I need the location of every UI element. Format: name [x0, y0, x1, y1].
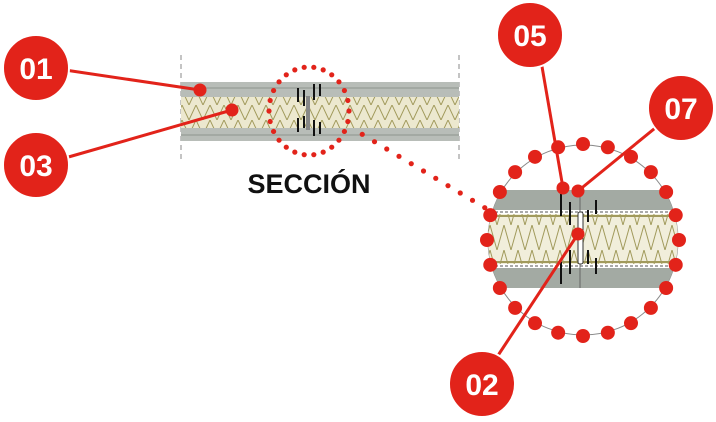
outline-dot [345, 97, 351, 104]
leader-lines [64, 54, 666, 361]
outline-dot [600, 325, 615, 340]
outline-dot [292, 67, 298, 73]
outline-dot [336, 137, 342, 143]
outline-dot [345, 118, 351, 125]
outline-dot [672, 233, 686, 247]
detail-board-bottom [488, 268, 678, 288]
svg-text:05: 05 [513, 20, 546, 53]
outline-dot [359, 131, 365, 137]
outline-dot [643, 165, 658, 180]
outline-dot [483, 208, 498, 223]
outline-dot [320, 149, 326, 155]
outline-dot [469, 197, 476, 203]
outline-dot [492, 281, 507, 295]
outline-dot [276, 79, 282, 85]
outline-dot [668, 208, 683, 223]
outline-dot [311, 64, 317, 70]
outline-dot [576, 329, 590, 343]
outline-dot [341, 128, 348, 135]
detail-view [480, 137, 686, 343]
outline-dot [508, 300, 523, 315]
outline-dot [668, 257, 683, 272]
outline-dot [420, 168, 427, 174]
callout-03: 03 [2, 131, 70, 199]
detail-screws [560, 194, 597, 284]
outline-dot [266, 108, 272, 114]
outline-dot [311, 152, 317, 158]
svg-text:03: 03 [19, 150, 52, 183]
detail-dotted-outline [480, 137, 686, 343]
outline-dot [371, 139, 378, 145]
outline-dot [483, 257, 498, 272]
callout-01: 01 [2, 34, 70, 102]
outline-dot [301, 64, 307, 70]
outline-dot [457, 190, 463, 196]
callout-05: 05 [496, 1, 564, 69]
outline-dot [659, 185, 674, 199]
callout-07: 07 [647, 74, 715, 142]
stud-small [306, 96, 310, 130]
screws-small [297, 84, 321, 136]
outline-dot [445, 183, 451, 189]
outline-dot [267, 97, 273, 104]
outline-dot [408, 161, 414, 167]
wall-section [180, 55, 460, 160]
outline-dot [624, 316, 638, 331]
outline-dot [270, 128, 277, 135]
callout-02: 02 [448, 350, 516, 418]
outline-dot [341, 87, 348, 94]
outline-dot [492, 185, 507, 199]
outline-dot [480, 233, 494, 247]
outline-dot [292, 149, 298, 155]
outline-dot [528, 149, 542, 164]
svg-text:02: 02 [465, 369, 498, 402]
outline-dot [528, 316, 542, 331]
outline-dot [320, 67, 326, 73]
section-title: SECCIÓN [247, 168, 370, 199]
outline-dot [283, 72, 289, 78]
outline-dot [643, 300, 658, 315]
outline-dot [329, 144, 335, 150]
svg-text:01: 01 [19, 53, 52, 86]
outline-dot [283, 144, 289, 150]
outline-dot [276, 137, 282, 143]
outline-dot [329, 72, 335, 78]
outline-dot [301, 152, 307, 158]
outline-dot [576, 137, 590, 151]
outline-dot [384, 146, 390, 152]
outline-dot [396, 153, 402, 159]
outline-dot [551, 325, 566, 340]
section-dotted-outline [266, 64, 352, 158]
outline-dot [624, 149, 638, 164]
outline-dot [270, 87, 277, 94]
outline-dot [600, 140, 615, 155]
detail-board-top [488, 190, 678, 210]
outline-dot [336, 79, 342, 85]
outline-dot [508, 165, 523, 180]
outline-dot [267, 118, 273, 125]
outline-dot [433, 175, 439, 181]
detail-connector [359, 131, 488, 211]
outline-dot [346, 108, 352, 114]
outline-dot [482, 205, 488, 211]
outline-dot [659, 281, 674, 295]
svg-text:07: 07 [664, 93, 697, 126]
